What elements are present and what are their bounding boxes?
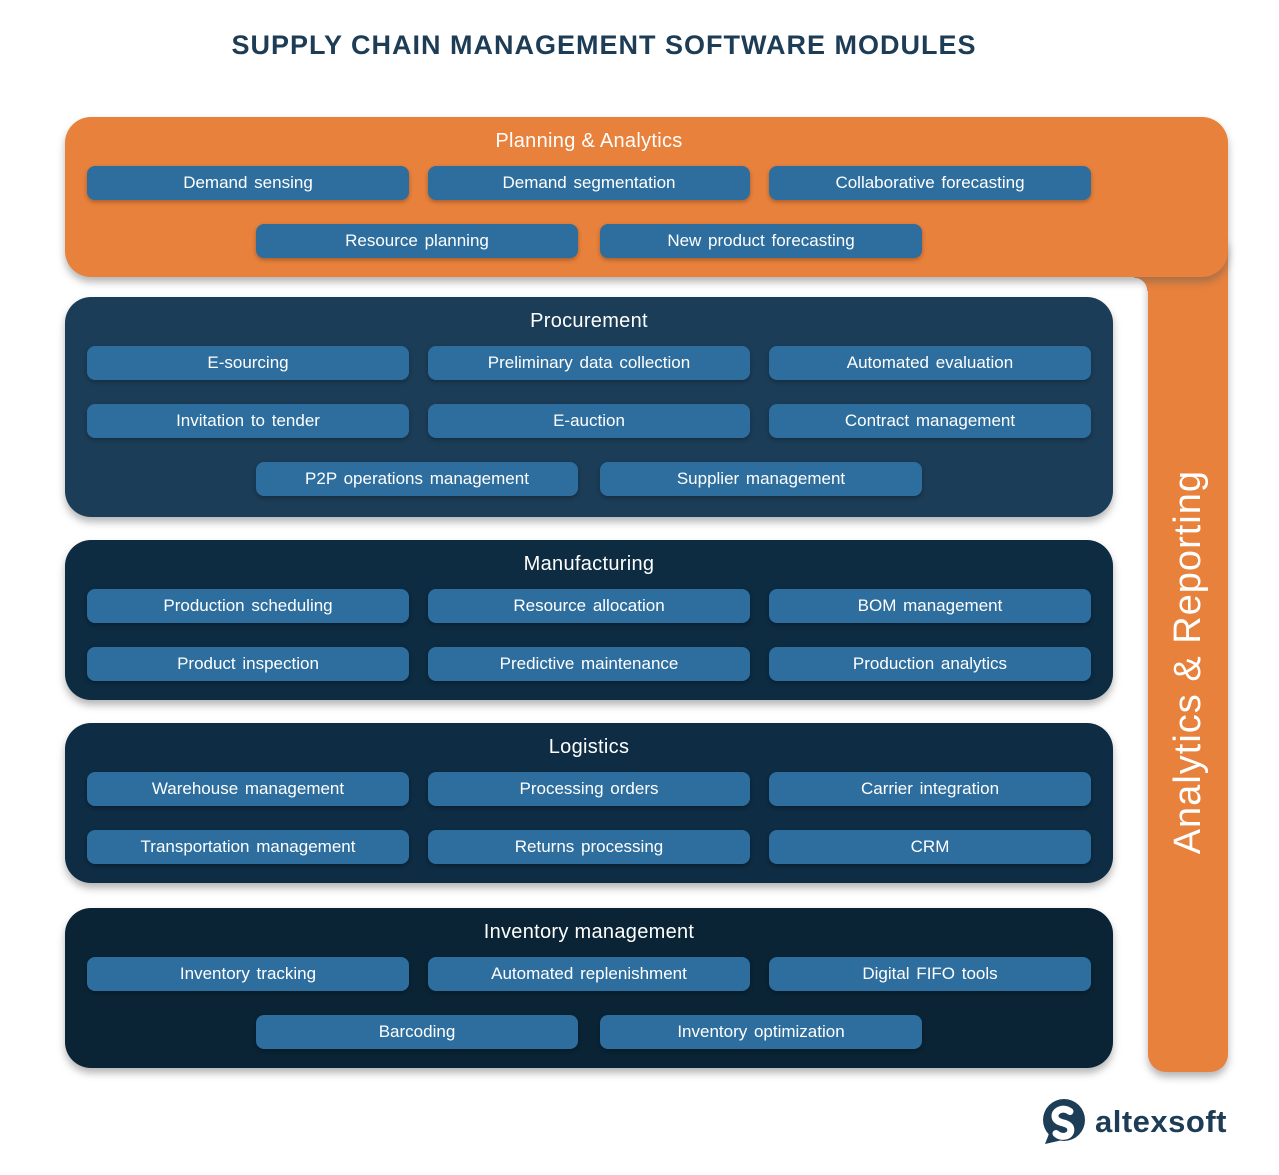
module-invitation-to-tender: Invitation to tender (87, 404, 409, 438)
module-processing-orders: Processing orders (428, 772, 750, 806)
altexsoft-logo-icon (1043, 1099, 1085, 1144)
section-title-logistics: Logistics (548, 736, 630, 758)
module-transportation-management: Transportation management (87, 830, 409, 864)
module-barcoding: Barcoding (256, 1015, 578, 1049)
module-digital-fifo-tools: Digital FIFO tools (769, 957, 1091, 991)
procurement-row-3: P2P operations management Supplier manag… (65, 462, 1113, 496)
logistics-row-1: Warehouse management Processing orders C… (65, 772, 1113, 806)
module-automated-replenishment: Automated replenishment (428, 957, 750, 991)
inventory-row-2: Barcoding Inventory optimization (65, 1015, 1113, 1049)
section-logistics: Logistics Warehouse management Processin… (65, 723, 1113, 883)
module-new-product-forecasting: New product forecasting (600, 224, 922, 258)
planning-row-2: Resource planning New product forecastin… (65, 224, 1113, 258)
section-procurement: Procurement E-sourcing Preliminary data … (65, 297, 1113, 517)
module-inventory-optimization: Inventory optimization (600, 1015, 922, 1049)
module-automated-evaluation: Automated evaluation (769, 346, 1091, 380)
module-e-auction: E-auction (428, 404, 750, 438)
section-inventory-management: Inventory management Inventory tracking … (65, 908, 1113, 1068)
manufacturing-row-2: Product inspection Predictive maintenanc… (65, 647, 1113, 681)
module-demand-segmentation: Demand segmentation (428, 166, 750, 200)
section-title-procurement: Procurement (530, 310, 648, 332)
section-title-planning-analytics: Planning & Analytics (495, 130, 683, 152)
module-product-inspection: Product inspection (87, 647, 409, 681)
module-production-scheduling: Production scheduling (87, 589, 409, 623)
module-warehouse-management: Warehouse management (87, 772, 409, 806)
module-returns-processing: Returns processing (428, 830, 750, 864)
module-collaborative-forecasting: Collaborative forecasting (769, 166, 1091, 200)
section-title-inventory-management: Inventory management (483, 921, 695, 943)
module-production-analytics: Production analytics (769, 647, 1091, 681)
module-inventory-tracking: Inventory tracking (87, 957, 409, 991)
planning-row-1: Demand sensing Demand segmentation Colla… (65, 166, 1113, 200)
altexsoft-wordmark: altexsoft (1095, 1104, 1227, 1139)
module-preliminary-data-collection: Preliminary data collection (428, 346, 750, 380)
module-e-sourcing: E-sourcing (87, 346, 409, 380)
page-title: SUPPLY CHAIN MANAGEMENT SOFTWARE MODULES (231, 30, 977, 60)
section-title-manufacturing: Manufacturing (523, 553, 655, 575)
section-planning-inner: Planning & Analytics Demand sensing Dema… (65, 128, 1113, 258)
module-crm: CRM (769, 830, 1091, 864)
module-contract-management: Contract management (769, 404, 1091, 438)
section-manufacturing: Manufacturing Production scheduling Reso… (65, 540, 1113, 700)
bar-panel-fillet (1134, 277, 1148, 291)
module-p2p-operations-management: P2P operations management (256, 462, 578, 496)
module-carrier-integration: Carrier integration (769, 772, 1091, 806)
manufacturing-row-1: Production scheduling Resource allocatio… (65, 589, 1113, 623)
module-predictive-maintenance: Predictive maintenance (428, 647, 750, 681)
logistics-row-2: Transportation management Returns proces… (65, 830, 1113, 864)
module-supplier-management: Supplier management (600, 462, 922, 496)
module-demand-sensing: Demand sensing (87, 166, 409, 200)
inventory-row-1: Inventory tracking Automated replenishme… (65, 957, 1113, 991)
procurement-row-1: E-sourcing Preliminary data collection A… (65, 346, 1113, 380)
analytics-reporting-bar: Analytics & Reporting (1148, 240, 1228, 1072)
module-bom-management: BOM management (769, 589, 1091, 623)
altexsoft-logo: altexsoft (1040, 1098, 1227, 1146)
module-resource-allocation: Resource allocation (428, 589, 750, 623)
procurement-row-2: Invitation to tender E-auction Contract … (65, 404, 1113, 438)
section-planning-analytics: Planning & Analytics Demand sensing Dema… (65, 117, 1228, 277)
analytics-reporting-label: Analytics & Reporting (1166, 469, 1209, 855)
module-resource-planning: Resource planning (256, 224, 578, 258)
